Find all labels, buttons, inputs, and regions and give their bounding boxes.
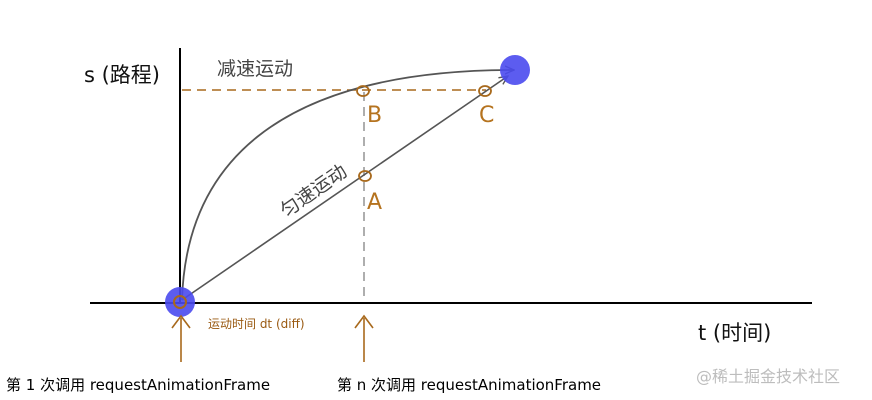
nth-call-arrow xyxy=(354,314,374,362)
deceleration-curve xyxy=(181,70,514,301)
watermark-text: @稀土掘金技术社区 xyxy=(696,367,840,386)
end-ball xyxy=(500,55,530,85)
point-a-marker xyxy=(358,170,372,182)
start-ball-marker xyxy=(173,295,187,309)
point-c-marker xyxy=(478,85,492,97)
point-a-label: A xyxy=(367,190,382,215)
point-b-label: B xyxy=(367,103,382,128)
point-b-marker xyxy=(356,85,370,97)
interval-label: 运动时间 dt (diff) xyxy=(208,317,305,331)
nth-call-caption: 第 n 次调用 requestAnimationFrame xyxy=(337,376,601,394)
point-c-label: C xyxy=(479,103,494,128)
y-axis-label: s (路程) xyxy=(84,63,160,87)
uniform-motion-line xyxy=(181,76,508,301)
start-ball xyxy=(165,287,195,317)
deceleration-label: 减速运动 xyxy=(217,58,293,80)
first-call-arrow xyxy=(171,314,191,362)
x-axis-label: t (时间) xyxy=(698,321,771,345)
first-call-caption: 第 1 次调用 requestAnimationFrame xyxy=(6,376,270,394)
